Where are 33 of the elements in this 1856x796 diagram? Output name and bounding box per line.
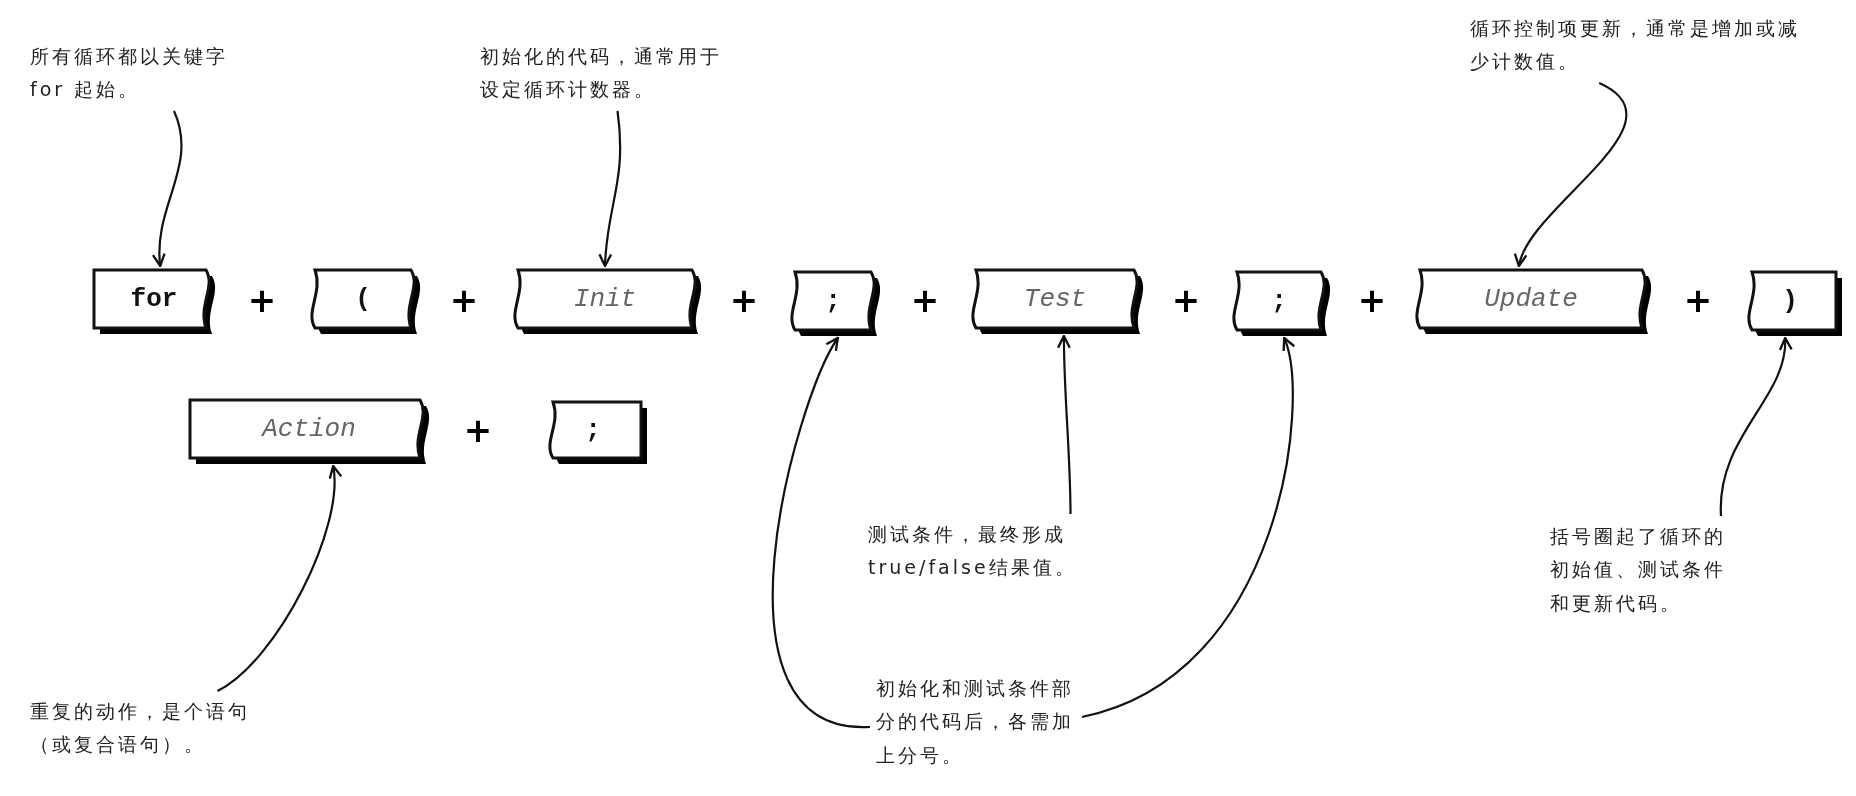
annotation-text: 括号圈起了循环的初始值、测试条件和更新代码。	[1550, 520, 1730, 620]
code-token: Init	[573, 284, 637, 314]
code-token: (	[355, 284, 371, 314]
plus-sign: +	[1357, 283, 1387, 317]
plus-sign: +	[1171, 283, 1201, 317]
curved-arrow	[598, 110, 622, 268]
plus-sign: +	[449, 283, 479, 317]
code-token: Test	[1023, 284, 1087, 314]
curved-arrow	[771, 336, 871, 729]
code-token: ;	[825, 286, 841, 316]
code-token: ;	[1271, 286, 1287, 316]
code-token: ;	[585, 415, 601, 445]
annotation-text: 初始化的代码，通常用于设定循环计数器。	[480, 40, 730, 107]
annotation-text: 所有循环都以关键字 for 起始。	[30, 40, 230, 107]
annotation-text: 重复的动作，是个语句（或复合语句）。	[30, 695, 280, 762]
curved-arrow	[1719, 336, 1792, 516]
curved-arrow	[1081, 336, 1295, 719]
plus-sign: +	[463, 413, 493, 447]
curved-arrow	[152, 110, 183, 268]
annotation-text: 循环控制项更新，通常是增加或减少计数值。	[1470, 12, 1810, 79]
plus-sign: +	[729, 283, 759, 317]
curved-arrow	[1057, 334, 1072, 514]
curved-arrow	[216, 464, 342, 692]
annotation-text: 初始化和测试条件部分的代码后，各需加上分号。	[876, 672, 1076, 772]
code-token: )	[1782, 286, 1798, 316]
code-token: Action	[262, 414, 356, 444]
plus-sign: +	[1683, 283, 1713, 317]
plus-sign: +	[910, 283, 940, 317]
annotation-text: 测试条件，最终形成true/false结果值。	[868, 518, 1093, 585]
code-token: Update	[1484, 284, 1578, 314]
plus-sign: +	[247, 283, 277, 317]
code-token: for	[130, 284, 178, 314]
curved-arrow	[1515, 82, 1627, 268]
